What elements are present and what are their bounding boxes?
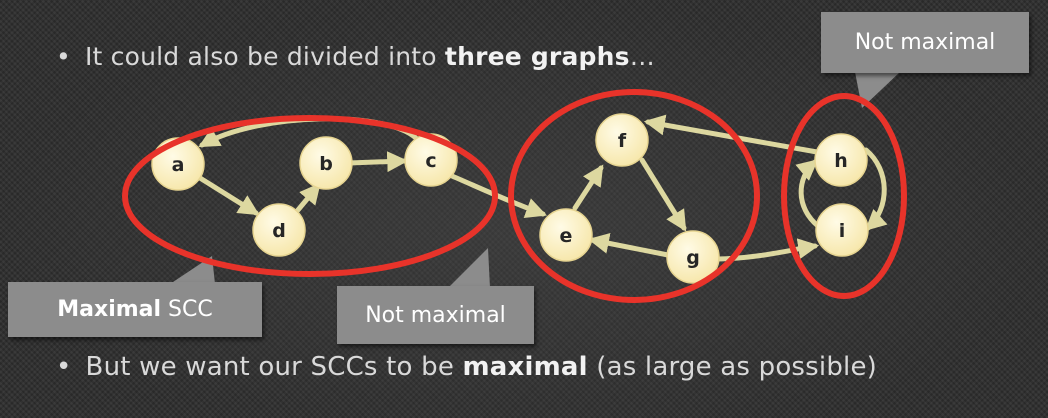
node-g-label: g xyxy=(686,247,700,269)
node-b: b xyxy=(299,136,353,190)
bullet-three-graphs: • It could also be divided into three gra… xyxy=(56,42,655,71)
callout-middle-text: Not maximal xyxy=(365,302,506,328)
node-c: c xyxy=(404,133,458,187)
edge-g-e xyxy=(587,232,671,258)
bullet-paren-text: (as large as possible) xyxy=(587,352,878,382)
bullet-marker: • xyxy=(56,352,72,382)
callout-maximal-text: SCC xyxy=(168,297,213,322)
node-i: i xyxy=(815,203,869,257)
node-f: f xyxy=(595,113,649,167)
edge-f-g xyxy=(639,157,687,232)
callout-maximal-bold: Maximal xyxy=(57,297,162,322)
edge-i-h xyxy=(795,159,821,229)
node-b-label: b xyxy=(319,153,333,175)
node-a: a xyxy=(151,137,205,191)
edge-a-d xyxy=(197,175,260,216)
callout-right-text: Not maximal xyxy=(854,30,996,55)
bullet-bold-text: three graphs xyxy=(444,42,630,71)
node-a-label: a xyxy=(172,154,185,176)
node-h-label: h xyxy=(834,150,848,172)
edge-e-f xyxy=(572,164,604,211)
node-h: h xyxy=(814,133,868,187)
scc-ring-left xyxy=(122,115,498,277)
node-d: d xyxy=(252,203,306,257)
bullet-marker: • xyxy=(56,42,71,71)
edge-d-b xyxy=(295,182,321,213)
bullet-bold-text: maximal xyxy=(462,352,588,382)
callout-middle-tail xyxy=(448,248,490,288)
node-e: e xyxy=(539,208,593,262)
scc-ring-middle xyxy=(508,89,760,303)
bullet-want-maximal: • But we want our SCCs to be maximal (as … xyxy=(56,352,877,382)
bullet-text: It could also be divided into xyxy=(84,42,445,71)
edge-h-i xyxy=(863,147,888,231)
callout-right-tail xyxy=(855,72,900,108)
node-i-label: i xyxy=(839,220,846,242)
edge-b-c xyxy=(346,151,409,173)
callout-not-maximal-middle: Not maximal xyxy=(337,286,534,344)
node-e-label: e xyxy=(560,225,573,247)
node-d-label: d xyxy=(272,220,286,242)
bullet-ellipsis: … xyxy=(629,42,655,71)
scc-ring-right xyxy=(781,93,907,299)
bullet-text: But we want our SCCs to be xyxy=(85,352,463,382)
node-g: g xyxy=(666,230,720,284)
callout-not-maximal-right: Not maximal xyxy=(821,12,1029,73)
node-f-label: f xyxy=(618,130,627,152)
node-c-label: c xyxy=(425,150,436,172)
